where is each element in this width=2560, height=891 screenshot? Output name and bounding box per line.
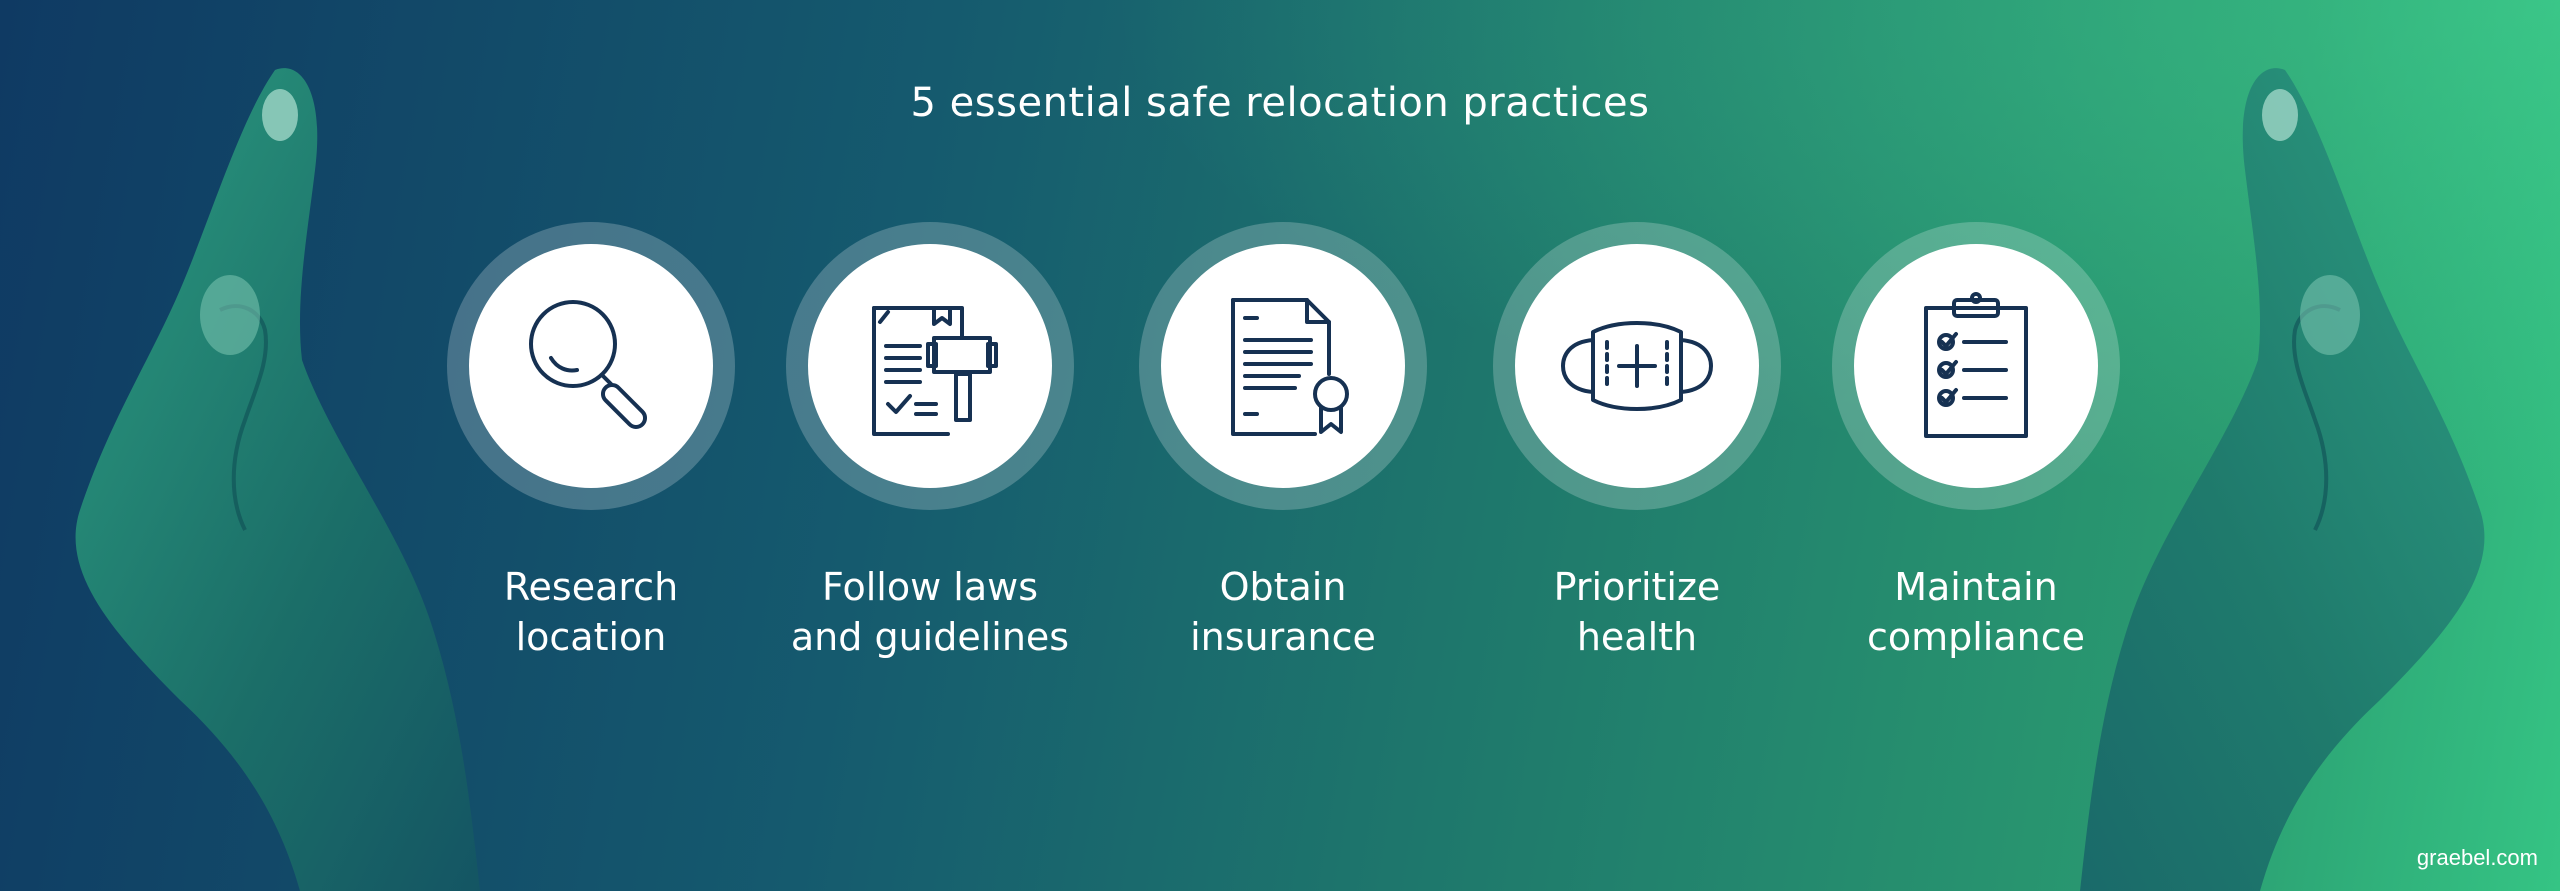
practice-follow-laws: Follow laws and guidelines [780, 222, 1080, 662]
magnifying-glass-icon [529, 300, 648, 430]
practice-label: Obtain insurance [1133, 562, 1433, 662]
practice-label-line1: Follow laws [822, 565, 1038, 609]
icon-disc [469, 244, 713, 488]
practice-obtain-insurance: Obtain insurance [1133, 222, 1433, 662]
practice-label-line2: health [1576, 615, 1698, 659]
icon-ring [447, 222, 735, 510]
certificate-document-icon [1231, 298, 1349, 436]
practice-label-line1: Prioritize [1553, 565, 1721, 609]
practice-label-line1: Maintain [1894, 565, 2058, 609]
practice-label-line2: location [515, 615, 667, 659]
page-title: 5 essential safe relocation practices [910, 80, 1650, 126]
icon-ring [786, 222, 1074, 510]
practice-prioritize-health: Prioritize health [1487, 222, 1787, 662]
practice-label: Research location [441, 562, 741, 662]
left-hand-image [75, 68, 480, 891]
legal-document-gavel-icon [872, 306, 998, 436]
practice-label-line1: Obtain [1219, 565, 1347, 609]
footer-url: graebel.com [2416, 845, 2538, 870]
icon-disc [1854, 244, 2098, 488]
practice-label: Follow laws and guidelines [780, 562, 1080, 662]
face-mask-icon [1561, 321, 1713, 411]
icon-disc [808, 244, 1052, 488]
icon-ring [1493, 222, 1781, 510]
icon-disc [1515, 244, 1759, 488]
icon-disc [1161, 244, 1405, 488]
right-hand-image [2080, 68, 2485, 891]
practice-label: Maintain compliance [1826, 562, 2126, 662]
icon-ring [1139, 222, 1427, 510]
icon-ring [1832, 222, 2120, 510]
checklist-clipboard-icon [1924, 292, 2028, 438]
practice-label-line1: Research [503, 565, 679, 609]
practice-maintain-compliance: Maintain compliance [1826, 222, 2126, 662]
practice-label-line2: insurance [1190, 615, 1376, 659]
practice-label-line2: and guidelines [790, 615, 1070, 659]
practice-research-location: Research location [441, 222, 741, 662]
practice-label: Prioritize health [1487, 562, 1787, 662]
practice-label-line2: compliance [1866, 615, 2086, 659]
